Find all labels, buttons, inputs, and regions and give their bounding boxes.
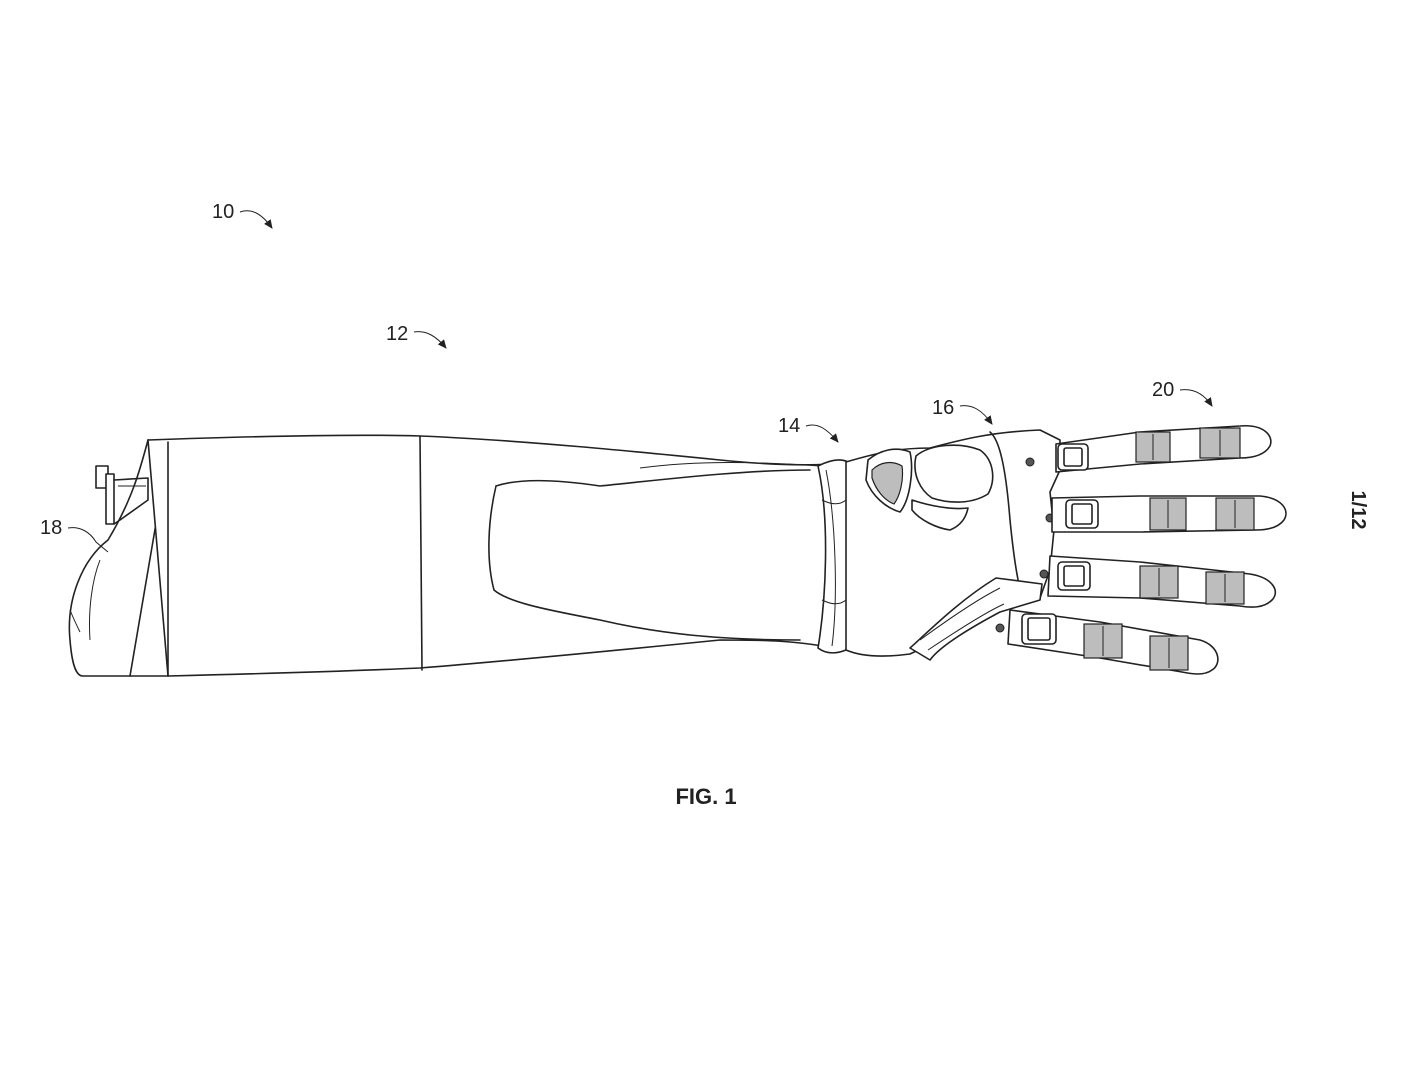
finger-middle	[1051, 495, 1287, 533]
sheet-number: 1/12	[1347, 491, 1369, 530]
finger-little	[1007, 609, 1219, 675]
palm-housing	[845, 429, 1061, 661]
reference-numeral-12: 12	[386, 323, 447, 349]
reference-numeral-10: 10	[212, 201, 273, 229]
ref-label-fingers: 20	[1152, 379, 1174, 401]
reference-numeral-20: 20	[1152, 379, 1213, 407]
finger-index	[1055, 425, 1272, 473]
figure-caption: FIG. 1	[675, 784, 736, 809]
reference-numeral-18: 18	[40, 517, 109, 553]
reference-numeral-14: 14	[778, 415, 839, 443]
prosthetic-arm-illustration	[68, 425, 1287, 677]
ref-label-socket: 18	[40, 517, 62, 539]
ref-label-arm: 12	[386, 323, 408, 345]
ref-label-palm: 16	[932, 397, 954, 419]
finger-ring	[1047, 555, 1277, 608]
ref-label-device: 10	[212, 201, 234, 223]
socket-end	[68, 439, 169, 677]
reference-numeral-16: 16	[932, 397, 993, 425]
ref-label-wrist: 14	[778, 415, 800, 437]
forearm-sleeve	[147, 434, 843, 677]
